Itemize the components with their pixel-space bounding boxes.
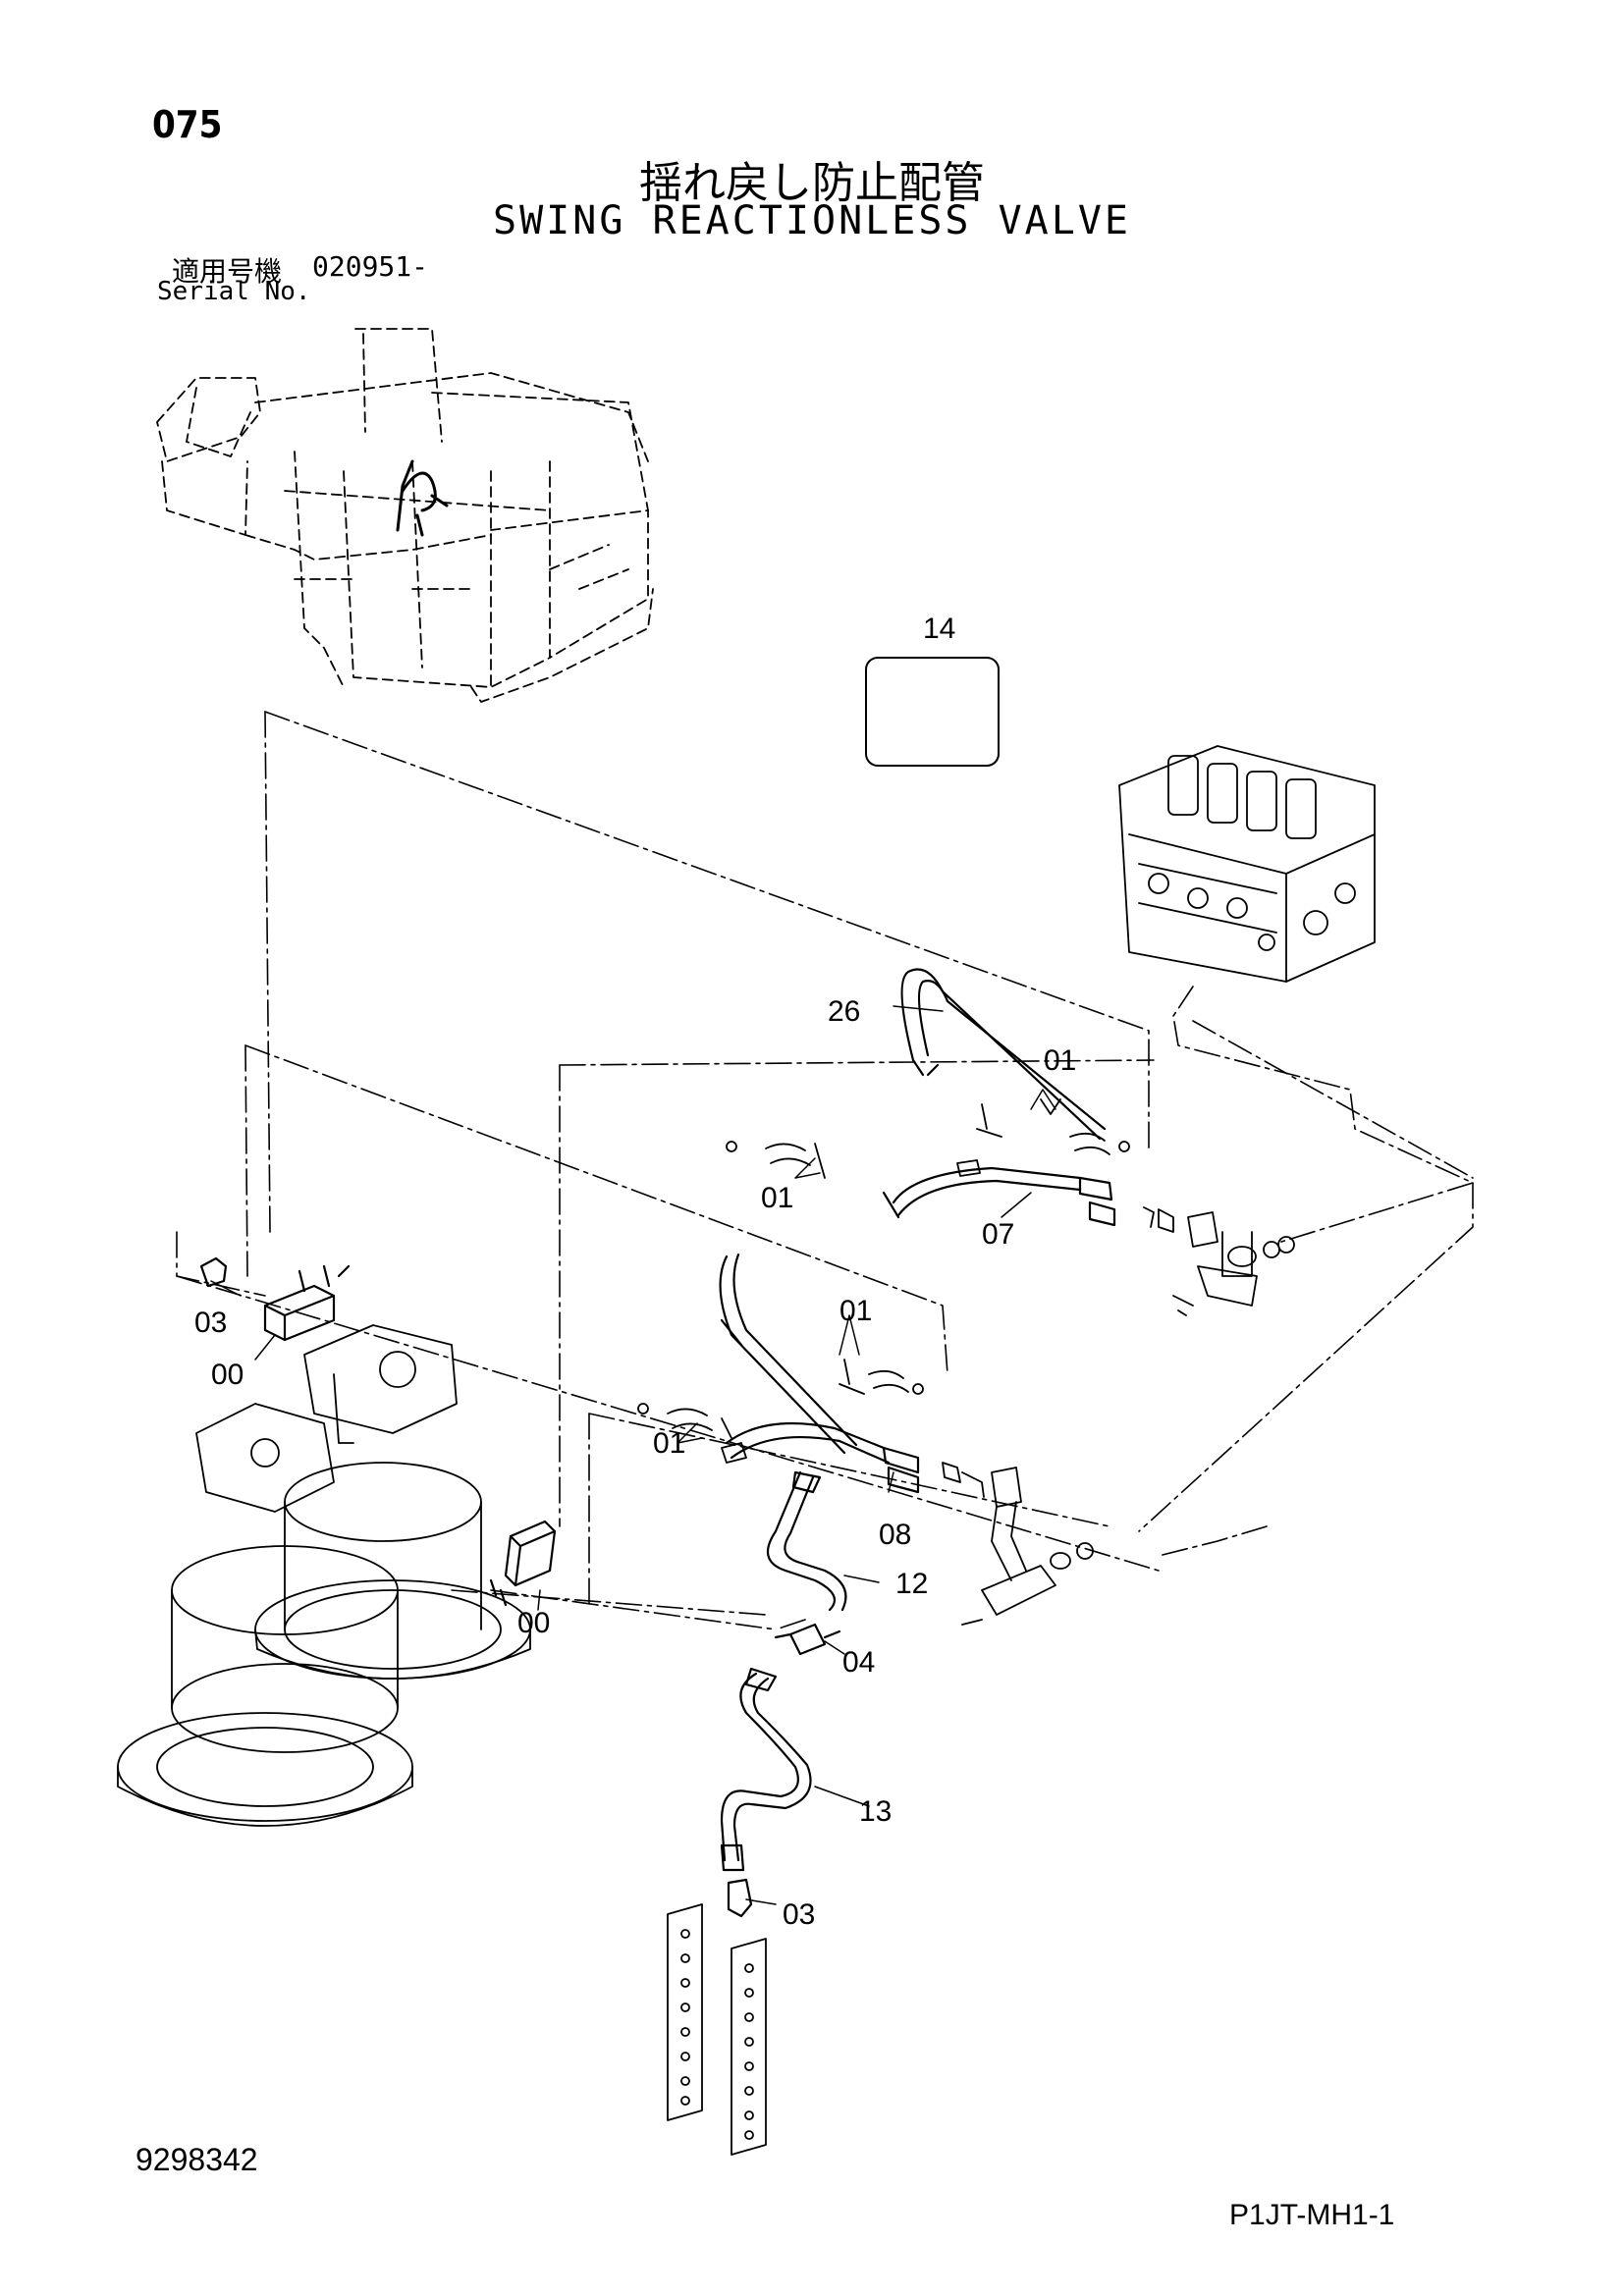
- callout-13: 13: [859, 1795, 892, 1828]
- serial-code: 020951-: [312, 250, 429, 283]
- hose-26: [900, 968, 1107, 1141]
- callout-01-d: 01: [653, 1427, 685, 1460]
- reactionless-valve-lower: [489, 1520, 557, 1607]
- callout-00-upper: 00: [211, 1359, 244, 1391]
- label-plate: [865, 657, 1000, 767]
- title-english: SWING REACTIONLESS VALVE: [493, 198, 1131, 243]
- callout-07: 07: [982, 1218, 1014, 1251]
- document-number: 9298342: [135, 2142, 258, 2177]
- callout-01-c: 01: [839, 1295, 872, 1327]
- drawing-code: P1JT-MH1-1: [1229, 2199, 1395, 2231]
- callout-00-lower: 00: [517, 1607, 550, 1639]
- serial-label-japanese: 適用号機: [172, 255, 283, 288]
- callout-03-upper: 03: [194, 1307, 227, 1339]
- callout-14: 14: [923, 613, 955, 645]
- hose-08: [719, 1253, 920, 1494]
- excavator-overview: [156, 328, 654, 703]
- callout-04: 04: [842, 1646, 875, 1679]
- hose-12: [766, 1470, 847, 1612]
- elbow-fitting-03-upper: [199, 1256, 228, 1288]
- excavator-highlight-pipe: [396, 459, 449, 537]
- serial-label-english: Serial No.: [157, 277, 311, 306]
- swing-motor-assembly: [117, 1324, 531, 1827]
- mounting-rails: [667, 1903, 767, 2156]
- callout-leaders: [210, 1005, 1056, 1905]
- callout-01-b: 01: [761, 1182, 793, 1214]
- page-number: 075: [152, 103, 223, 146]
- tee-fitting-04: [774, 1623, 841, 1656]
- callout-12: 12: [895, 1568, 928, 1600]
- control-valve-assembly: [1118, 745, 1376, 983]
- reactionless-valve-upper: [263, 1264, 351, 1342]
- callout-03-lower: 03: [783, 1898, 815, 1931]
- leader-lines: [176, 711, 1474, 1630]
- elbow-fitting-03-lower: [727, 1878, 753, 1918]
- callout-08: 08: [879, 1519, 911, 1551]
- callout-26: 26: [828, 995, 860, 1028]
- clamp-parts: [637, 1098, 1295, 1626]
- callout-numbers: 14 26 01 01 07 03 00 01 01 08 12 00 04 1…: [194, 613, 1076, 1931]
- hose-13: [720, 1667, 812, 1872]
- hose-07: [882, 1166, 1116, 1227]
- callout-01-a: 01: [1044, 1044, 1076, 1077]
- title-japanese: 揺れ戻し防止配管: [639, 158, 985, 208]
